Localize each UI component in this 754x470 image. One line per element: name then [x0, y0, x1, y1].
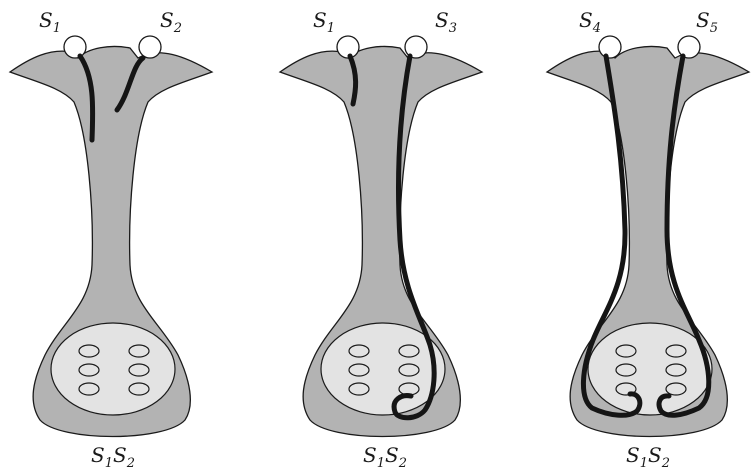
pollen-label-right: S3	[435, 8, 457, 36]
pollen-label-left: S1	[39, 8, 61, 36]
ovary	[588, 323, 712, 415]
pollen-label-left: S1	[313, 8, 335, 36]
panel-3: S4 S5 S1S2	[547, 8, 749, 470]
pistil-genotype-label: S1S2	[363, 443, 407, 470]
pistil-genotype-label: S1S2	[91, 443, 135, 470]
panel-2: S1 S3 S1S2	[280, 8, 482, 470]
ovary	[51, 323, 175, 415]
panel-1: S1 S2 S1S2	[10, 8, 212, 470]
pistil-genotype-label: S1S2	[626, 443, 670, 470]
pollen-grain-right	[139, 36, 161, 58]
pollen-label-right: S2	[160, 8, 182, 36]
pollen-label-right: S5	[696, 8, 718, 36]
pollen-label-left: S4	[579, 8, 601, 36]
pollen-grain-left	[64, 36, 86, 58]
pollen-grain-left	[599, 36, 621, 58]
